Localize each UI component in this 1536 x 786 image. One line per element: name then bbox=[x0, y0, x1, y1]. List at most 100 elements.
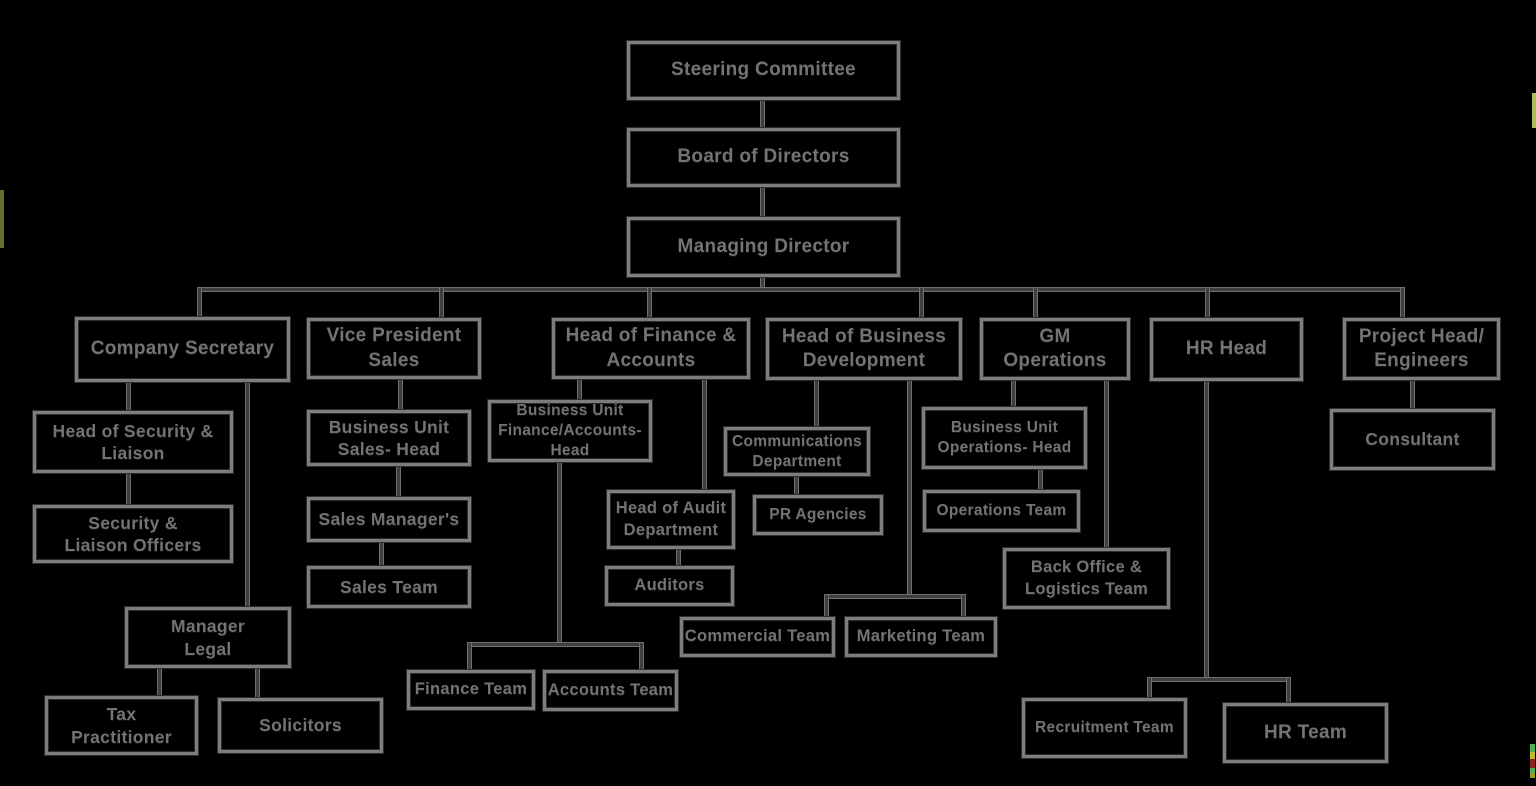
node-label: Auditors bbox=[634, 576, 705, 595]
node-label: Finance Team bbox=[414, 680, 528, 699]
node-communications-department: Communications Department bbox=[724, 427, 870, 476]
node-finance-team: Finance Team bbox=[407, 670, 535, 710]
node-label: Consultant bbox=[1365, 429, 1460, 450]
node-label: HR Head bbox=[1185, 338, 1268, 360]
node-label: Security & Liaison Officers bbox=[64, 512, 202, 555]
node-label: Head of Business Development bbox=[781, 325, 947, 371]
node-label: Back Office & Logistics Team bbox=[1024, 558, 1149, 598]
connector-hr-teams-tee bbox=[1148, 678, 1290, 681]
node-consultant: Consultant bbox=[1330, 409, 1495, 470]
node-label: Head of Security & Liaison bbox=[52, 420, 214, 463]
node-board-of-directors: Board of Directors bbox=[627, 128, 900, 187]
node-label: Business Unit Finance/Accounts- Head bbox=[498, 402, 642, 459]
node-hr-head: HR Head bbox=[1150, 318, 1303, 381]
node-label: Sales Manager's bbox=[318, 509, 460, 530]
connector-drop-vp-sales bbox=[440, 288, 443, 318]
connector-security-officers bbox=[127, 473, 130, 505]
node-auditors: Auditors bbox=[605, 566, 734, 606]
node-head-of-security-liaison: Head of Security & Liaison bbox=[33, 411, 233, 473]
connector-legal-tax bbox=[158, 668, 161, 696]
connector-compsec-manager-legal bbox=[246, 382, 249, 607]
node-label: Managing Director bbox=[677, 235, 850, 257]
node-pr-agencies: PR Agencies bbox=[753, 495, 883, 535]
node-label: Commercial Team bbox=[684, 627, 831, 646]
connector-vp-bu-sales bbox=[399, 379, 402, 410]
connector-tee-marketing-team bbox=[962, 595, 965, 617]
connector-managers-sales-team bbox=[380, 542, 383, 566]
node-business-unit-finance-accounts-head: Business Unit Finance/Accounts- Head bbox=[488, 400, 652, 462]
connector-finance-teams-tee bbox=[468, 643, 643, 646]
node-hr-team: HR Team bbox=[1223, 703, 1388, 763]
connector-hr-stem bbox=[1205, 381, 1208, 678]
node-label: Board of Directors bbox=[677, 146, 850, 168]
connector-bu-finance-stem bbox=[558, 462, 561, 646]
node-sales-team: Sales Team bbox=[307, 566, 471, 608]
edge-artifact-corner-mustard bbox=[1530, 752, 1535, 759]
node-vice-president-sales: Vice President Sales bbox=[307, 318, 481, 379]
node-label: HR Team bbox=[1263, 721, 1348, 743]
connector-project-consultant bbox=[1411, 380, 1414, 409]
connector-bd-communications bbox=[815, 380, 818, 427]
node-back-office-logistics-team: Back Office & Logistics Team bbox=[1003, 548, 1170, 609]
connector-bu-sales-managers bbox=[397, 466, 400, 497]
node-label: Tax Practitioner bbox=[71, 704, 172, 747]
connector-steering-board bbox=[761, 100, 764, 129]
connector-drop-business-dev bbox=[920, 288, 923, 318]
connector-bd-stem bbox=[908, 380, 911, 598]
edge-artifact-corner-green2 bbox=[1530, 768, 1535, 773]
node-head-of-business-development: Head of Business Development bbox=[766, 318, 962, 380]
node-recruitment-team: Recruitment Team bbox=[1022, 698, 1187, 758]
edge-artifact-corner-maroon bbox=[1530, 759, 1535, 768]
node-label: GM Operations bbox=[1003, 325, 1107, 371]
connector-gm-bu-operations bbox=[1012, 380, 1015, 407]
node-commercial-team: Commercial Team bbox=[680, 617, 835, 657]
node-security-liaison-officers: Security & Liaison Officers bbox=[33, 505, 233, 563]
connector-board-managing bbox=[761, 187, 764, 218]
node-label: Project Head/ Engineers bbox=[1358, 325, 1485, 371]
node-sales-managers: Sales Manager's bbox=[307, 497, 471, 542]
connector-drop-hr-head bbox=[1206, 288, 1209, 318]
edge-artifact-left-olive bbox=[0, 190, 4, 248]
connector-bd-teams-tee bbox=[825, 595, 965, 598]
node-tax-practitioner: Tax Practitioner bbox=[45, 696, 198, 755]
node-label: Business Unit Sales- Head bbox=[328, 416, 450, 459]
connector-tee-commercial-team bbox=[825, 595, 828, 617]
node-label: Communications Department bbox=[732, 432, 862, 470]
connector-tee-finance-team bbox=[468, 643, 471, 670]
connector-drop-gm-operations bbox=[1034, 288, 1037, 318]
node-label: Operations Team bbox=[936, 502, 1067, 520]
node-business-unit-operations-head: Business Unit Operations- Head bbox=[922, 407, 1087, 469]
edge-artifact-corner-green bbox=[1530, 744, 1535, 752]
connector-tee-recruitment bbox=[1148, 678, 1151, 698]
node-label: Business Unit Operations- Head bbox=[937, 419, 1072, 456]
node-solicitors: Solicitors bbox=[218, 698, 383, 753]
node-gm-operations: GM Operations bbox=[980, 318, 1130, 380]
node-label: Steering Committee bbox=[671, 59, 856, 81]
node-manager-legal: Manager Legal bbox=[125, 607, 291, 668]
connector-audit-auditors bbox=[677, 549, 680, 566]
node-label: PR Agencies bbox=[769, 506, 867, 524]
connector-managing-riser bbox=[761, 277, 764, 290]
node-label: Head of Finance & Accounts bbox=[565, 325, 737, 371]
connector-drop-finance bbox=[648, 288, 651, 318]
node-label: Sales Team bbox=[339, 576, 438, 597]
node-company-secretary: Company Secretary bbox=[75, 317, 290, 382]
node-head-of-audit-department: Head of Audit Department bbox=[607, 490, 735, 549]
edge-artifact-right-yellow-green bbox=[1532, 93, 1536, 128]
connector-tee-accounts-team bbox=[640, 643, 643, 670]
node-marketing-team: Marketing Team bbox=[845, 617, 997, 657]
connector-drop-company-secretary bbox=[198, 288, 201, 317]
node-accounts-team: Accounts Team bbox=[543, 670, 678, 711]
edge-artifact-corner-olive2 bbox=[1530, 773, 1535, 778]
node-operations-team: Operations Team bbox=[923, 490, 1080, 532]
connector-compsec-security bbox=[127, 382, 130, 411]
connector-legal-solicitors bbox=[256, 668, 259, 698]
node-label: Manager Legal bbox=[170, 616, 246, 659]
node-steering-committee: Steering Committee bbox=[627, 41, 900, 100]
connector-fin-head-audit bbox=[703, 379, 706, 490]
connector-bu-ops-team bbox=[1039, 469, 1042, 490]
node-label: Recruitment Team bbox=[1035, 719, 1174, 737]
connector-drop-project-head bbox=[1401, 288, 1404, 318]
connector-communications-pr bbox=[795, 476, 798, 495]
